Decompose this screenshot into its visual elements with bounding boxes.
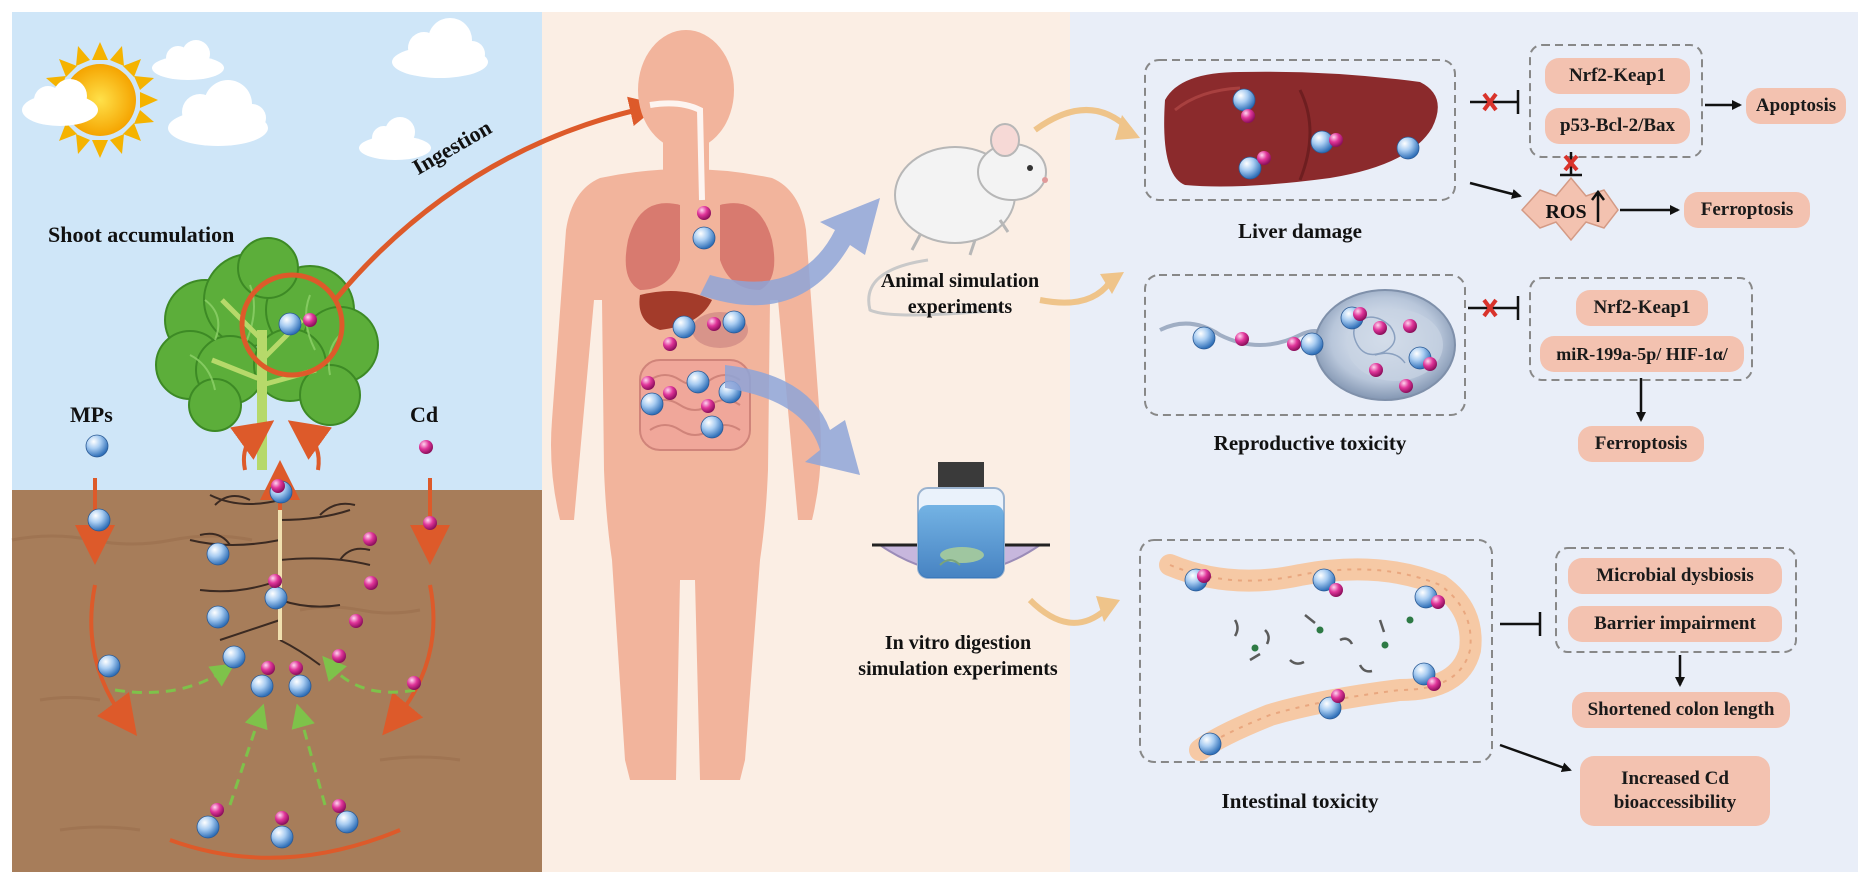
tan-arrowhead-intestine xyxy=(1096,596,1120,622)
reproductive-ferroptosis-pill: Ferroptosis xyxy=(1578,426,1704,462)
intestine-icon xyxy=(1159,554,1482,761)
liver-caption: Liver damage xyxy=(1238,219,1362,243)
lungs-icon xyxy=(625,203,775,290)
inhibit-x-icon xyxy=(1482,92,1579,318)
ingestion-arrow xyxy=(333,96,660,302)
liver-p53-bcl2-bax-pill: p53-Bcl-2/Bax xyxy=(1545,108,1690,144)
animal-experiments-label: Animal simulation experiments xyxy=(880,270,1040,318)
cd-label: Cd xyxy=(410,402,439,427)
liver-pathway-dashed-box xyxy=(1529,44,1703,158)
intestinal-effects-dashed-box xyxy=(1555,547,1797,653)
intestinal-microbial-dysbiosis-pill: Microbial dysbiosis xyxy=(1568,558,1782,594)
intestinal-increased-cd-pill: Increased Cd bioaccessibility xyxy=(1580,756,1770,826)
blue-arrow-to-animal xyxy=(700,198,880,306)
black-arrows xyxy=(1469,100,1742,773)
blue-arrow-to-invitro xyxy=(725,365,860,475)
intestinal-shortened-colon-pill: Shortened colon length xyxy=(1572,692,1790,728)
intestinal-barrier-impairment-pill: Barrier impairment xyxy=(1568,606,1782,642)
highlight-circle xyxy=(239,272,345,378)
tan-arrowhead-sperm xyxy=(1100,272,1124,294)
green-dashed-arrows xyxy=(114,655,416,806)
liver-apoptosis-pill: Apoptosis xyxy=(1746,88,1846,124)
tan-arrow-to-intestine xyxy=(1027,597,1107,626)
tan-arrow-to-sperm xyxy=(1039,280,1113,306)
sperm-dashed-box xyxy=(1144,274,1466,416)
cloud-icon xyxy=(22,18,488,160)
mps-label: MPs xyxy=(70,402,113,427)
mouse-icon xyxy=(867,123,1048,317)
liver-icon xyxy=(1164,71,1438,187)
soil-texture xyxy=(11,534,461,832)
reproductive-mir199a-hif1a-pill: miR-199a-5p/ HIF-1α/ xyxy=(1540,336,1744,372)
ros-up-arrow xyxy=(1591,189,1605,222)
ros-burst-icon xyxy=(1520,176,1619,242)
reproductive-caption: Reproductive toxicity xyxy=(1214,431,1407,455)
liver-ferroptosis-pill: Ferroptosis xyxy=(1684,192,1810,228)
human-body-icon xyxy=(551,30,821,780)
tan-arrowhead-liver xyxy=(1115,115,1140,140)
liver-dashed-box xyxy=(1144,59,1456,201)
reproductive-nrf2-keap1-pill: Nrf2-Keap1 xyxy=(1576,290,1708,326)
intestinal-caption: Intestinal toxicity xyxy=(1222,789,1379,813)
liver-nrf2-keap1-pill: Nrf2-Keap1 xyxy=(1545,58,1690,94)
airway xyxy=(649,100,705,201)
reproductive-pathway-dashed-box xyxy=(1529,277,1753,381)
ros-label: ROS xyxy=(1545,201,1586,223)
intestine-dashed-box xyxy=(1139,539,1493,763)
beaker-icon xyxy=(872,462,1050,579)
invitro-experiments-label: In vitro digestion simulation experiment… xyxy=(858,632,1058,680)
shoot-accumulation-label: Shoot accumulation xyxy=(48,222,235,247)
